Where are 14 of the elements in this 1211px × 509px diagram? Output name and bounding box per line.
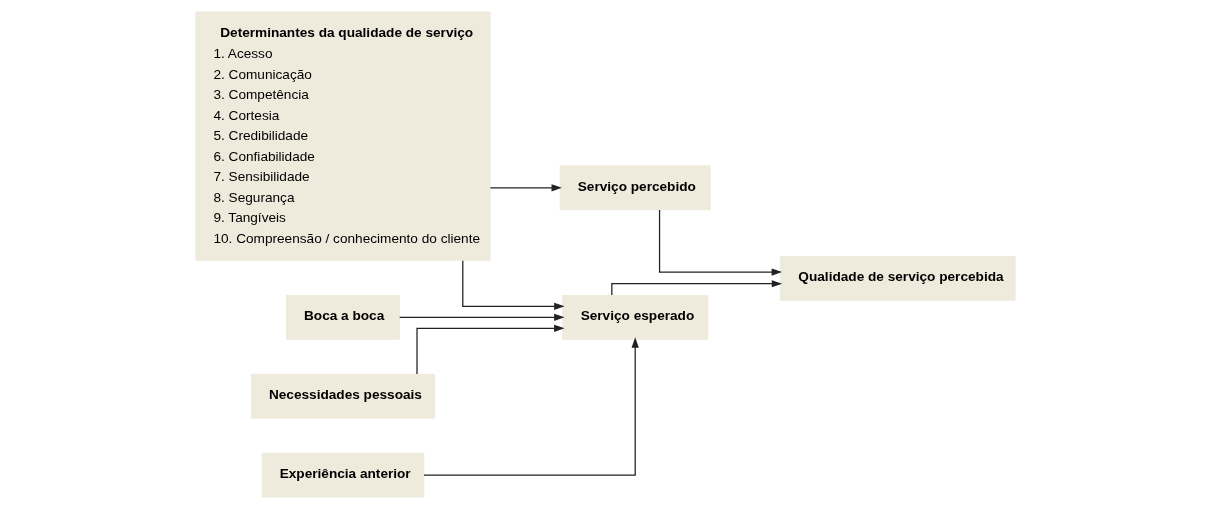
- node-box: Qualidade de serviço percebida: [779, 255, 1016, 301]
- arrow: [611, 280, 783, 296]
- node-box: Experiência anterior: [261, 452, 425, 498]
- node-box: Boca a boca: [286, 294, 400, 340]
- node-box: Determinantes da qualidade de serviço 1. Acesso 2. Comunicação 3. Competência 4. Cortesia 5. Credibilidade 6. Confiabilidade 7. Sensibilidade 8. Segurança 9. Tangíveis 10. Compreensão / conhecimento do cliente: [195, 11, 491, 261]
- node-box: Necessidades pessoais: [250, 373, 436, 419]
- arrow: [462, 260, 565, 310]
- node-box: Serviço percebido: [559, 165, 711, 211]
- node-box: Serviço esperado: [562, 294, 709, 340]
- arrow: [416, 324, 565, 375]
- arrow: [399, 313, 565, 321]
- arrow: [658, 209, 782, 276]
- arrow: [423, 337, 639, 476]
- arrow: [489, 184, 562, 192]
